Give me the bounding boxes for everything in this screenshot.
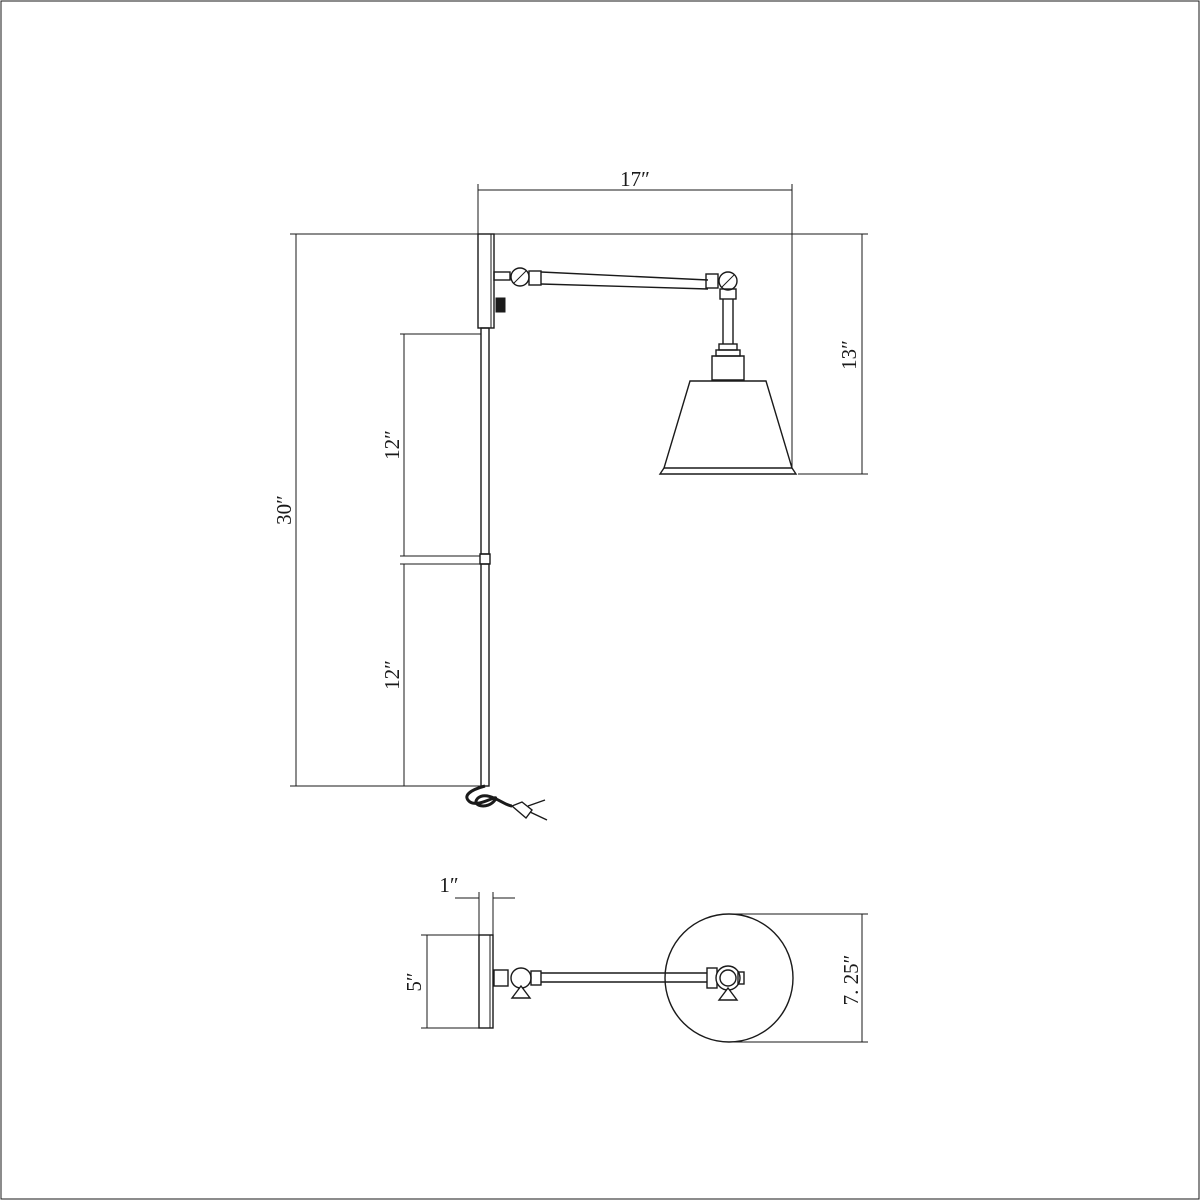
vertical-rods [479, 327, 491, 787]
drop-stem [711, 299, 745, 381]
dim-shade-drop: 13″ [494, 233, 868, 475]
dim-shade-diameter: 7. 25″ [729, 913, 868, 1043]
backplate-depth-label: 1″ [439, 873, 458, 897]
lower-rod-label: 12″ [380, 660, 404, 690]
top-backplate [478, 934, 494, 1029]
top-view: 1″ 5″ 7. 25″ [402, 873, 868, 1043]
top-arm [541, 972, 707, 983]
wall-backplate [477, 233, 495, 329]
arm-reach-label: 17″ [620, 167, 650, 191]
dim-arm-reach: 17″ [477, 167, 793, 468]
dim-upper-rod: 12″ [380, 333, 481, 557]
top-wall-joint-icon [493, 967, 542, 999]
dim-backplate-depth: 1″ [439, 873, 515, 935]
shade-diameter-label: 7. 25″ [839, 955, 863, 1006]
dim-overall-height: 30″ [272, 233, 481, 787]
switch-knob-icon [495, 297, 506, 313]
upper-rod-label: 12″ [380, 430, 404, 460]
overall-height-label: 30″ [272, 495, 296, 525]
side-view: 17″ 13″ 30″ 12″ 12″ [272, 167, 868, 821]
top-shade-joint-icon [706, 965, 745, 1001]
backplate-width-label: 5″ [402, 972, 426, 991]
horizontal-arm [540, 271, 709, 290]
cord-and-plug-icon [465, 784, 548, 821]
shade-drop-label: 13″ [837, 340, 861, 370]
elbow-joint-icon [705, 271, 738, 300]
wall-swivel-joint-icon [493, 267, 542, 287]
dim-lower-rod: 12″ [380, 563, 480, 786]
dim-backplate-width: 5″ [402, 934, 479, 1029]
lamp-shade [658, 380, 798, 475]
